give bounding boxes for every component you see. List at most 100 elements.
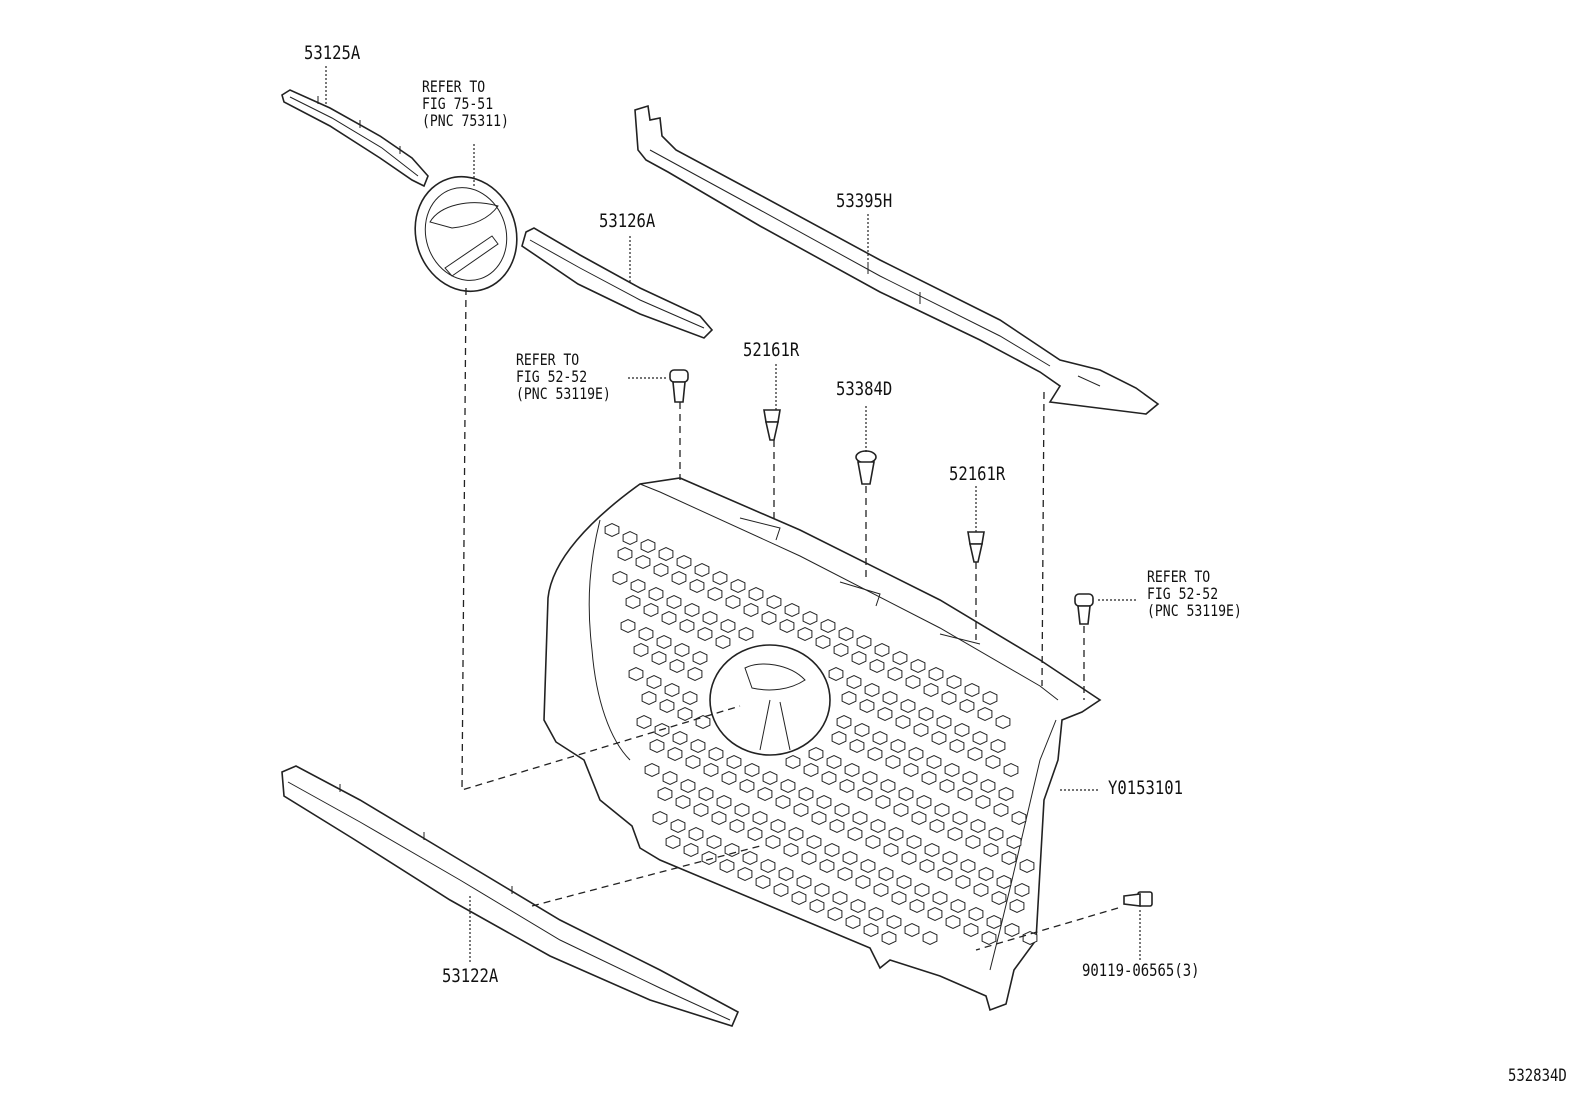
- part-label-y0153101: Y0153101: [1108, 777, 1184, 799]
- mesh-cell: [936, 715, 952, 729]
- mesh-cell: [963, 923, 979, 937]
- mesh-cell: [641, 691, 657, 705]
- mesh-cell: [949, 739, 965, 753]
- clip-53119e-right: [1074, 593, 1094, 625]
- mesh-cell: [859, 699, 875, 713]
- mesh-cell: [946, 675, 962, 689]
- mesh-cell: [689, 579, 705, 593]
- reference-note-emblem: REFER TO FIG 75-51 (PNC 75311): [422, 78, 509, 129]
- upper-molding-53125a: [281, 89, 429, 188]
- mesh-cell: [860, 859, 876, 873]
- mesh-cell: [682, 691, 698, 705]
- honeycomb-mesh: [604, 523, 1038, 945]
- mesh-cell: [690, 739, 706, 753]
- mesh-cell: [890, 739, 906, 753]
- mesh-cell: [954, 723, 970, 737]
- leader-lines: [325, 66, 1141, 964]
- mesh-cell: [960, 859, 976, 873]
- clip-53384d: [855, 450, 877, 485]
- mesh-cell: [638, 627, 654, 641]
- mesh-cell: [784, 603, 800, 617]
- mesh-cell: [659, 699, 675, 713]
- mesh-cell: [972, 731, 988, 745]
- mesh-cell: [703, 763, 719, 777]
- mesh-cell: [913, 723, 929, 737]
- mesh-cell: [644, 763, 660, 777]
- mesh-cell: [881, 931, 897, 945]
- mesh-cell: [888, 827, 904, 841]
- mesh-cell: [932, 891, 948, 905]
- mesh-cell: [677, 707, 693, 721]
- mesh-cell: [694, 563, 710, 577]
- mesh-cell: [988, 827, 1004, 841]
- mesh-cell: [909, 899, 925, 913]
- mesh-cell: [837, 867, 853, 881]
- mesh-cell: [674, 643, 690, 657]
- mesh-cell: [944, 763, 960, 777]
- mesh-cell: [834, 803, 850, 817]
- mesh-cell: [617, 547, 633, 561]
- mesh-cell: [820, 619, 836, 633]
- middle-molding-53126a: [521, 227, 714, 339]
- mesh-cell: [924, 843, 940, 857]
- mesh-cell: [968, 907, 984, 921]
- clip-52161r-right: [967, 531, 985, 563]
- mesh-cell: [896, 875, 912, 889]
- mesh-cell: [706, 835, 722, 849]
- mesh-cell: [620, 619, 636, 633]
- mesh-cell: [775, 795, 791, 809]
- part-label-53125a: 53125A: [304, 42, 361, 64]
- mesh-cell: [891, 891, 907, 905]
- mesh-cell: [929, 819, 945, 833]
- mesh-cell: [715, 635, 731, 649]
- mesh-cell: [788, 827, 804, 841]
- mesh-cell: [672, 731, 688, 745]
- mesh-cell: [692, 651, 708, 665]
- mesh-cell: [1022, 931, 1038, 945]
- reference-line: (PNC 75311): [422, 111, 509, 130]
- mesh-cell: [886, 915, 902, 929]
- mesh-cell: [719, 859, 735, 873]
- part-label-52161r-left: 52161R: [743, 339, 800, 361]
- mesh-cell: [1006, 835, 1022, 849]
- mesh-cell: [806, 835, 822, 849]
- mesh-cell: [697, 627, 713, 641]
- mesh-cell: [993, 803, 1009, 817]
- mesh-cell: [752, 811, 768, 825]
- mesh-cell: [809, 899, 825, 913]
- mesh-cell: [910, 659, 926, 673]
- mesh-cell: [688, 827, 704, 841]
- mesh-cell: [739, 779, 755, 793]
- mesh-cell: [648, 587, 664, 601]
- mesh-cell: [873, 883, 889, 897]
- mesh-cell: [657, 787, 673, 801]
- mesh-cell: [821, 771, 837, 785]
- mesh-cell: [942, 851, 958, 865]
- mesh-cell: [633, 643, 649, 657]
- mesh-cell: [664, 683, 680, 697]
- mesh-cell: [855, 875, 871, 889]
- mesh-cell: [887, 667, 903, 681]
- mesh-cell: [785, 755, 801, 769]
- mesh-cell: [708, 747, 724, 761]
- mesh-cell: [985, 755, 1001, 769]
- mesh-cell: [770, 819, 786, 833]
- mesh-cell: [996, 875, 1012, 889]
- mesh-cell: [766, 595, 782, 609]
- mesh-cell: [852, 811, 868, 825]
- mesh-cell: [849, 739, 865, 753]
- mesh-cell: [636, 715, 652, 729]
- mesh-cell: [742, 851, 758, 865]
- mesh-cell: [1014, 883, 1030, 897]
- mesh-cell: [970, 819, 986, 833]
- mesh-cell: [628, 667, 644, 681]
- mesh-cell: [959, 699, 975, 713]
- mesh-cell: [937, 867, 953, 881]
- mesh-cell: [898, 787, 914, 801]
- lower-molding-53122a: [281, 765, 740, 1027]
- mesh-cell: [662, 771, 678, 785]
- mesh-cell: [846, 675, 862, 689]
- mesh-cell: [934, 803, 950, 817]
- mesh-cell: [666, 595, 682, 609]
- mesh-cell: [698, 787, 714, 801]
